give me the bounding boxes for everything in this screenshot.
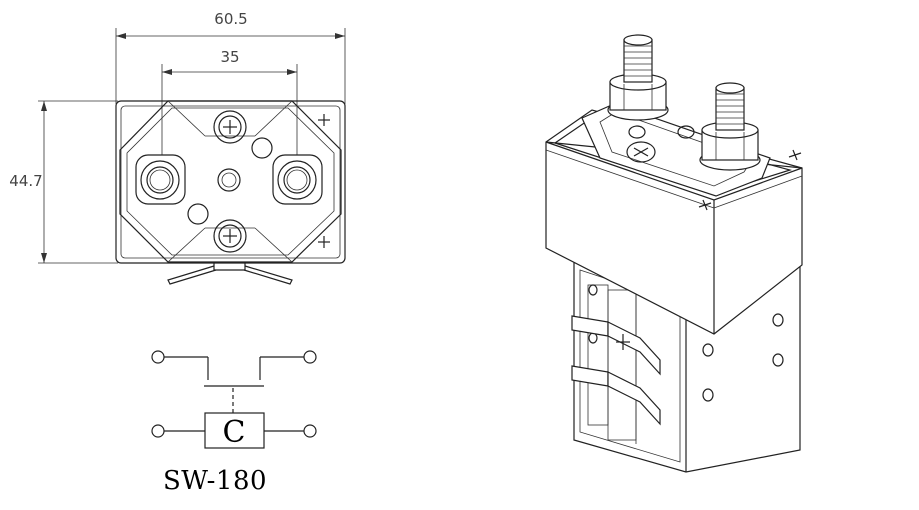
- coil-terminal: [151, 424, 165, 438]
- contactor-schematic: C: [151, 350, 317, 450]
- model-label: SW-180: [163, 466, 268, 496]
- screw-icon: [626, 141, 656, 163]
- coil-label: C: [223, 415, 246, 450]
- isometric-view: [545, 34, 803, 473]
- hole: [251, 137, 273, 159]
- terminal-stud-left: [607, 34, 669, 121]
- terminal-right: [272, 154, 323, 205]
- dimension-label-height: 44.7: [9, 172, 42, 190]
- spade-terminals: [571, 315, 661, 426]
- plus-marking: [698, 149, 802, 211]
- dimension-overall-width: 60.5: [115, 10, 346, 104]
- contact-terminal: [151, 350, 165, 364]
- plus-marking: [318, 114, 330, 248]
- contact-terminal: [303, 350, 317, 364]
- dimension-label-spacing: 35: [220, 48, 239, 66]
- dimension-label-width: 60.5: [214, 10, 247, 28]
- terminal-stud-right: [699, 82, 761, 171]
- coil-leads: [167, 262, 293, 285]
- top-view: 60.5 35 44.7: [9, 10, 346, 285]
- screw-top-icon: [213, 110, 247, 144]
- screw-bottom-icon: [213, 219, 247, 253]
- center-hole: [217, 168, 241, 192]
- terminal-left: [135, 154, 186, 205]
- dimension-overall-height: 44.7: [9, 100, 118, 264]
- hole: [187, 203, 209, 225]
- coil-terminal: [303, 424, 317, 438]
